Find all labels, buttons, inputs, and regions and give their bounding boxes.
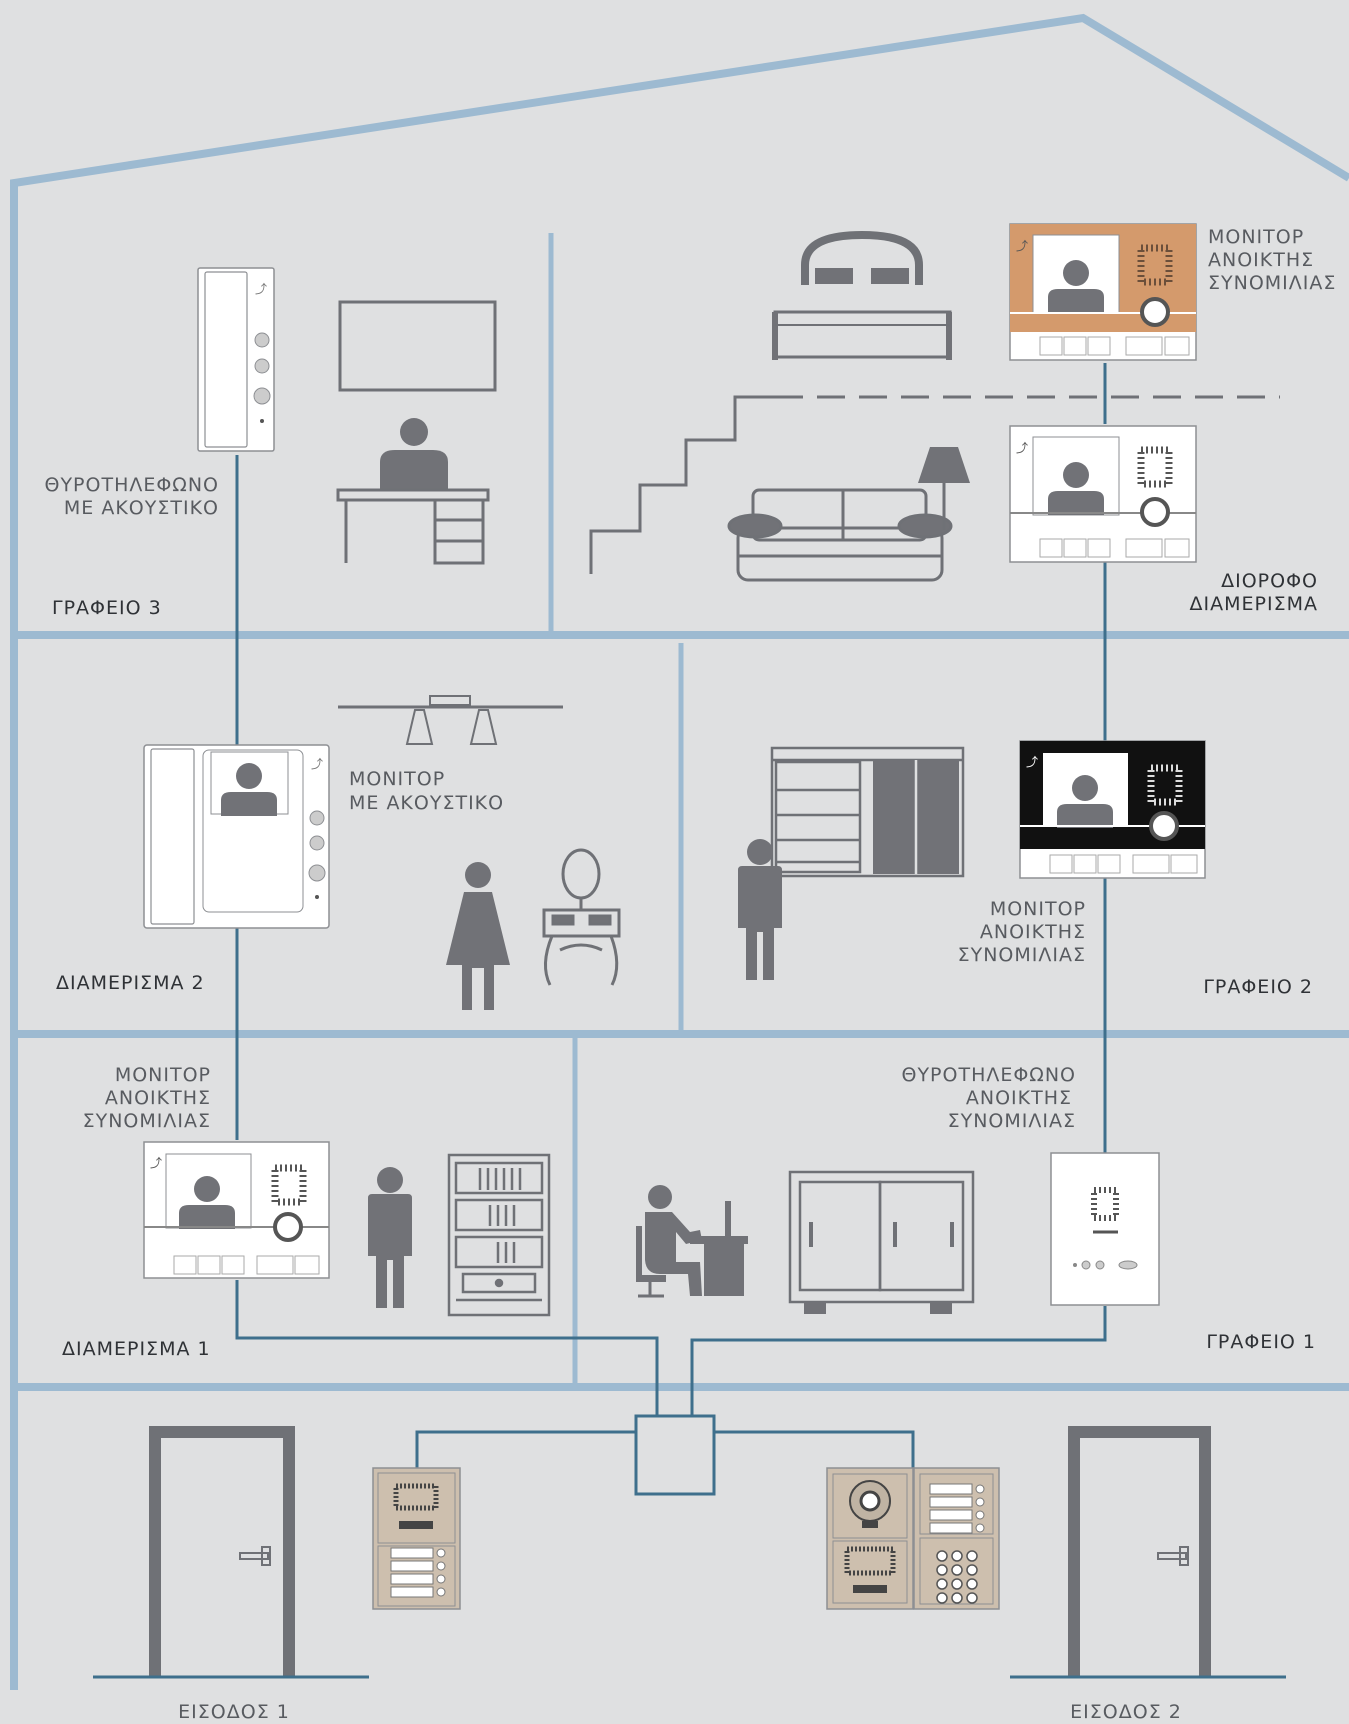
handsfree-monitor-black: ⤴ [1019, 740, 1206, 879]
entrance-label-1: ΕΙΣΟΔΟΣ 1 [178, 1701, 290, 1723]
room-label-duplex-1: ΔΙΟΡΟΦΟ [1221, 570, 1318, 592]
bookcase-icon [447, 1153, 551, 1317]
device-label-handsfree-doorphone-3: ΣΥΝΟΜΙΛΙΑΣ [948, 1110, 1076, 1132]
person-icon-apartment1 [368, 1167, 412, 1308]
floor-lamp-icon [918, 447, 970, 530]
device-label-top-monitor-3: ΣΥΝΟΜΙΛΙΑΣ [1208, 272, 1336, 294]
door-panel-icon [372, 1467, 461, 1610]
sofa-icon [727, 488, 953, 582]
tv-icon [338, 300, 497, 392]
handset-monitor: ⤴ [143, 744, 330, 929]
room-label-apartment1: ΔΙΑΜΕΡΙΣΜΑ 1 [62, 1338, 211, 1360]
junction-box-icon [634, 1414, 716, 1496]
keypad-icon [913, 1467, 1000, 1610]
handsfree-monitor-orange: ⤴ [1009, 223, 1197, 361]
device-label-office2-monitor-2: ΑΝΟΙΚΤΗΣ [980, 921, 1086, 943]
device-label-handset-doorphone-2: ΜΕ ΑΚΟΥΣΤΙΚΟ [64, 497, 219, 519]
room-label-office1: ΓΡΑΦΕΙΟ 1 [1206, 1331, 1316, 1353]
ceiling-lamp-icon [338, 695, 563, 745]
worker-at-desk-icon [636, 1185, 748, 1298]
handsfree-monitor-white: ⤴ [1009, 425, 1197, 563]
bed-icon [772, 230, 952, 360]
device-label-handsfree-doorphone-1: ΘΥΡΟΤΗΛΕΦΩΝΟ [901, 1064, 1076, 1086]
device-label-office2-monitor-3: ΣΥΝΟΜΙΛΙΑΣ [958, 944, 1086, 966]
svg-text:⤴: ⤴ [150, 1155, 162, 1170]
device-label-top-monitor-1: ΜΟΝΙΤΟΡ [1208, 226, 1304, 248]
svg-text:⤴: ⤴ [1016, 440, 1028, 455]
room-labels: ΓΡΑΦΕΙΟ 3 ΔΙΟΡΟΦΟ ΔΙΑΜΕΡΙΣΜΑ ΔΙΑΜΕΡΙΣΜΑ … [52, 570, 1318, 1723]
stairs-icon [589, 395, 1280, 574]
device-label-apt1-monitor-2: ΑΝΟΙΚΤΗΣ [105, 1087, 211, 1109]
svg-text:⤴: ⤴ [311, 756, 323, 771]
room-label-office3: ΓΡΑΦΕΙΟ 3 [52, 597, 162, 619]
device-label-apt1-monitor-3: ΣΥΝΟΜΙΛΙΑΣ [83, 1110, 211, 1132]
room-label-office2: ΓΡΑΦΕΙΟ 2 [1203, 976, 1313, 998]
vanity-icon [542, 848, 621, 986]
room-label-duplex-2: ΔΙΑΜΕΡΙΣΜΑ [1190, 593, 1318, 615]
device-label-top-monitor-2: ΑΝΟΙΚΤΗΣ [1208, 249, 1314, 271]
room-label-apartment2: ΔΙΑΜΕΡΙΣΜΑ 2 [56, 972, 205, 994]
device-label-apt1-monitor-1: ΜΟΝΙΤΟΡ [115, 1064, 211, 1086]
handsfree-doorphone [1050, 1152, 1160, 1306]
wardrobe-icon [770, 746, 965, 878]
door-icon-entrance2 [1010, 1426, 1286, 1679]
device-labels: ΘΥΡΟΤΗΛΕΦΩΝΟ ΜΕ ΑΚΟΥΣΤΙΚΟ ΜΟΝΙΤΟΡ ΑΝΟΙΚΤ… [44, 226, 1336, 1132]
svg-text:⤴: ⤴ [1026, 754, 1038, 769]
device-label-handset-monitor-1: ΜΟΝΙΤΟΡ [349, 768, 445, 790]
cabinet-icon [788, 1170, 975, 1314]
door-icon-entrance1 [93, 1426, 369, 1679]
roof-outline [10, 13, 1349, 1690]
device-label-handset-doorphone-1: ΘΥΡΟΤΗΛΕΦΩΝΟ [44, 474, 219, 496]
wiring [235, 363, 1107, 1496]
entrance-label-2: ΕΙΣΟΔΟΣ 2 [1070, 1701, 1182, 1723]
handsfree-monitor-apartment1: ⤴ [143, 1141, 330, 1279]
svg-text:⤴: ⤴ [255, 281, 267, 296]
camera-panel-icon [826, 1467, 914, 1610]
device-label-handset-monitor-2: ΜΕ ΑΚΟΥΣΤΙΚΟ [349, 792, 504, 814]
handset-doorphone-office3: ⤴ [197, 267, 275, 452]
desk-icon [336, 418, 490, 565]
device-label-handsfree-doorphone-2: ΑΝΟΙΚΤΗΣ [966, 1087, 1072, 1109]
woman-icon [446, 862, 510, 1010]
device-label-office2-monitor-1: ΜΟΝΙΤΟΡ [990, 898, 1086, 920]
svg-text:⤴: ⤴ [1016, 238, 1028, 253]
